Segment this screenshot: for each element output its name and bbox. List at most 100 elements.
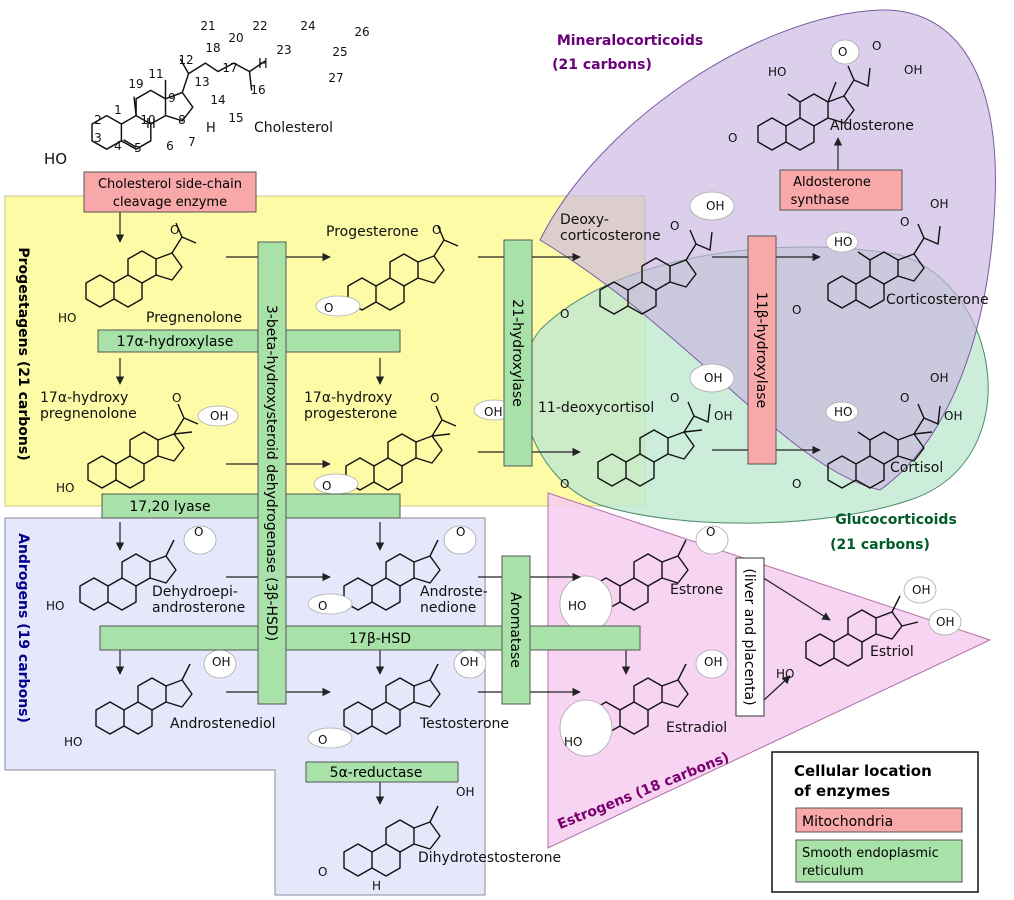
c-num-26: 26 <box>354 25 369 39</box>
atom-o-doc: O <box>670 219 679 233</box>
region-label-androgens: Androgens (19 carbons) <box>15 533 31 723</box>
c-num-18: 18 <box>205 41 220 55</box>
label-corticosterone: Corticosterone <box>886 292 989 308</box>
label-hydroxypregnenolone-2: pregnenolone <box>40 406 137 422</box>
enzyme-aldosterone-synthase: Aldosterone synthase <box>779 169 903 211</box>
cholesterol-numbering: 1 2 3 4 5 6 7 8 9 10 11 12 13 14 15 16 1… <box>94 19 369 155</box>
atom-oh-aldo: OH <box>904 63 922 77</box>
enzyme-3b-hsd: 3-beta-hydroxysteroid dehydrogenase (3β-… <box>257 241 287 705</box>
atom-oh2-cortisol: OH <box>944 409 962 423</box>
atom-o-11doc: O <box>670 391 679 405</box>
label-hydroxypregnenolone-1: 17α-hydroxy <box>40 390 128 406</box>
c-num-5: 5 <box>134 141 142 155</box>
hydroxypregnenolone-structure <box>87 403 199 489</box>
atom-o3-doc: O <box>560 307 569 321</box>
label-pregnenolone: Pregnenolone <box>146 310 242 326</box>
legend: Cellular location of enzymes Mitochondri… <box>771 751 979 893</box>
atom-o-aldo-18: O <box>838 45 847 59</box>
c-num-21: 21 <box>200 19 215 33</box>
c-num-4: 4 <box>114 139 122 153</box>
c-num-17: 17 <box>222 61 237 75</box>
enzyme-17a-hydroxylase: 17α-hydroxylase <box>97 329 401 353</box>
estrogen-region <box>547 492 992 849</box>
enzyme-5a-reductase-label: 5α-reductase <box>330 765 423 781</box>
enzyme-11b-hydroxylase-label: 11β-hydroxylase <box>753 292 769 408</box>
enzyme-aldosterone-synthase-line2: synthase <box>791 193 850 208</box>
atom-o3-cort: O <box>792 303 801 317</box>
legend-swatch-ser <box>795 839 963 883</box>
progesterone-structure <box>347 225 459 311</box>
atom-o3-17ohprog: O <box>322 479 331 493</box>
estrone-structure <box>591 539 689 611</box>
c-num-19: 19 <box>128 77 143 91</box>
atom-o3-aldo: O <box>728 131 737 145</box>
enzyme-17a-hydroxylase-label: 17α-hydroxylase <box>117 334 234 350</box>
c-num-14: 14 <box>210 93 225 107</box>
label-dhea-2: androsterone <box>152 600 245 616</box>
atom-o-dhea: O <box>194 525 203 539</box>
atom-oh-11doc: OH <box>704 371 722 385</box>
c-num-13: 13 <box>194 75 209 89</box>
atom-ho-estradiol: HO <box>564 735 582 749</box>
atom-o3-11doc: O <box>560 477 569 491</box>
atom-h-cholesterol-14: H <box>206 121 216 136</box>
atom-o3-dht: O <box>318 865 327 879</box>
label-deoxycorticosterone-1: Deoxy- <box>560 212 609 228</box>
atom-ho-estriol: HO <box>776 667 794 681</box>
dhea-structure <box>79 539 177 611</box>
androgen-region <box>4 517 486 896</box>
enzyme-17-20-lyase-label: 17,20 lyase <box>129 499 210 515</box>
atom-o-aldo: O <box>872 39 881 53</box>
atom-o-17ohpreg: O <box>172 391 181 405</box>
c-num-25: 25 <box>332 45 347 59</box>
enzyme-aldosterone-synthase-line1: Aldosterone <box>793 175 871 190</box>
label-aldosterone: Aldosterone <box>830 118 914 134</box>
enzyme-3b-hsd-label: 3-beta-hydroxysteroid dehydrogenase (3β-… <box>263 305 279 641</box>
deoxycortisol-structure <box>597 401 711 487</box>
c-num-8: 8 <box>178 113 186 127</box>
enzyme-11b-hydroxylase: 11β-hydroxylase <box>747 235 777 465</box>
region-label-glucocorticoids-2: (21 carbons) <box>830 537 930 553</box>
enzyme-aromatase: Aromatase <box>501 555 531 705</box>
cortisol-structure <box>827 403 941 489</box>
c-num-1: 1 <box>114 103 122 117</box>
molecule-skeletons <box>79 58 941 877</box>
c-num-6: 6 <box>166 139 174 153</box>
compound-labels: Cholesterol Pregnenolone Progesterone De… <box>40 118 989 866</box>
c-num-12: 12 <box>178 53 193 67</box>
atom-ho-cholesterol: HO <box>44 150 67 168</box>
atom-oh-doc: OH <box>706 199 724 213</box>
atom-ho-androstenediol: HO <box>64 735 82 749</box>
enzyme-scc: Cholesterol side-chain cleavage enzyme <box>83 171 257 213</box>
c-num-10: 10 <box>140 113 155 127</box>
c-num-7: 7 <box>188 135 196 149</box>
legend-label-ser-1: Smooth endoplasmic <box>802 846 939 861</box>
atom-h-cholesterol-9: H <box>146 117 156 132</box>
c-num-22: 22 <box>252 19 267 33</box>
atom-o3-cortisol: O <box>792 477 801 491</box>
atom-o-pregnenolone: O <box>170 223 179 237</box>
atom-oh2-11doc: OH <box>714 409 732 423</box>
c-num-11: 11 <box>148 67 163 81</box>
highlights <box>183 39 962 757</box>
atom-labels: HO H H H O HO O O O OH O O OH HO O O O O… <box>44 39 962 893</box>
atom-h-cholesterol-17: H <box>258 57 268 72</box>
atom-oh-17ohprog: OH <box>484 405 502 419</box>
enzyme-boxes: Cholesterol side-chain cleavage enzyme 1… <box>83 169 903 783</box>
atom-o-cortisol: O <box>900 391 909 405</box>
region-label-mineralocorticoids-2: (21 carbons) <box>552 57 652 73</box>
legend-title-2: of enzymes <box>794 782 890 800</box>
label-deoxycortisol: 11-deoxycortisol <box>538 400 654 416</box>
enzyme-21-hydroxylase-label: 21-hydroxylase <box>509 299 525 406</box>
c-num-16: 16 <box>250 83 265 97</box>
enzyme-aromatase-label: Aromatase <box>507 592 523 668</box>
atom-oh-estriol-17: OH <box>936 615 954 629</box>
atom-oh-cortisol: OH <box>930 371 948 385</box>
cholesterol-structure <box>91 58 266 150</box>
atom-o3-progesterone: O <box>324 301 333 315</box>
enzyme-17b-hsd: 17β-HSD <box>99 625 641 651</box>
atom-oh-cort: OH <box>930 197 948 211</box>
label-estriol: Estriol <box>870 644 914 660</box>
atom-h-dht: H <box>372 879 381 893</box>
